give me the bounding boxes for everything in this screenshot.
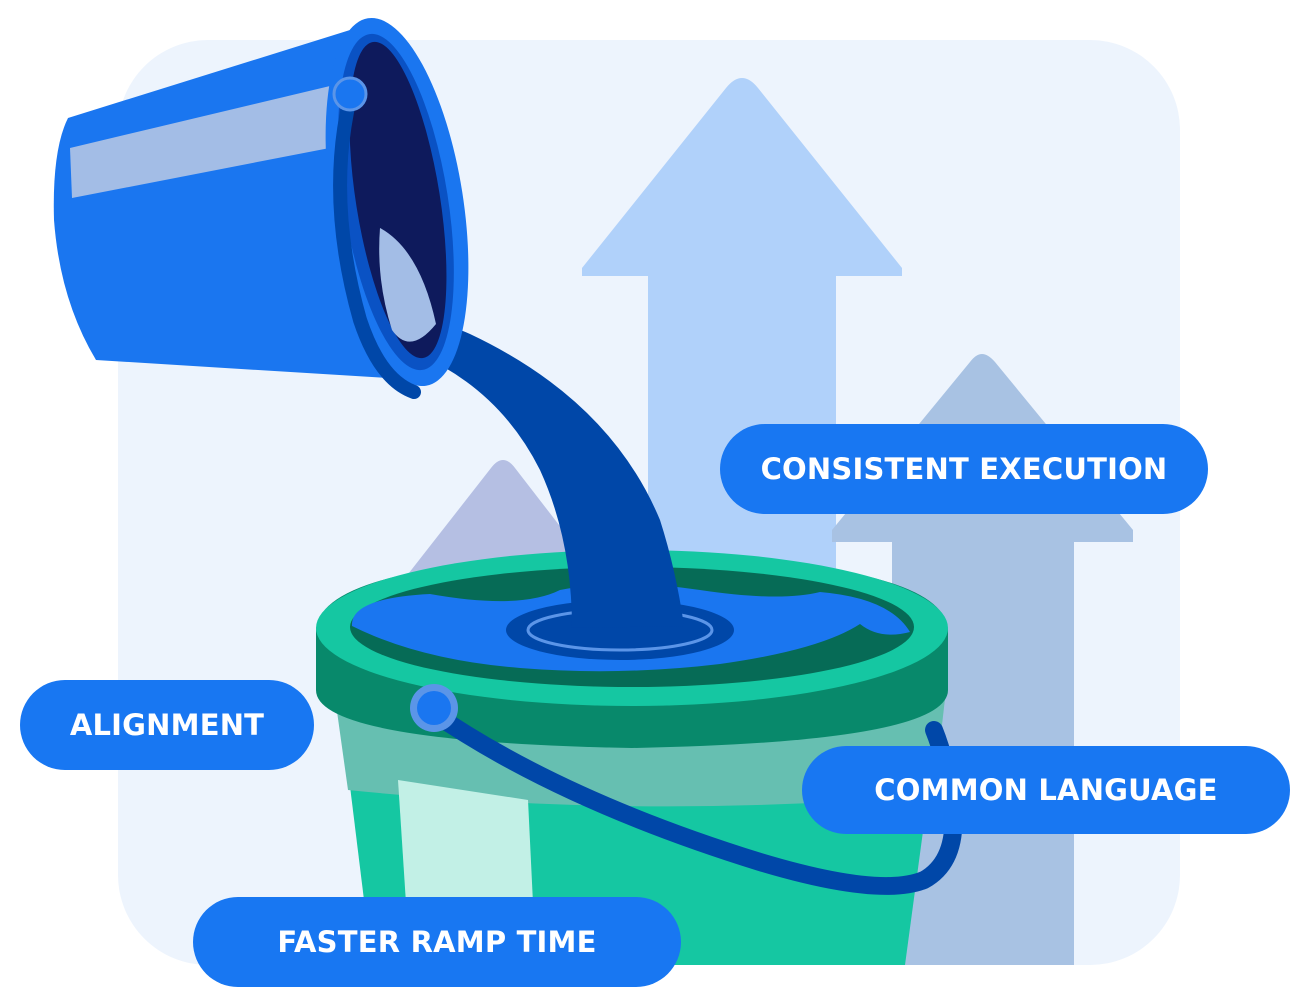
faster-ramp-time-label: FASTER RAMP TIME [193,897,681,987]
left-arrow-icon [405,460,600,578]
consistent-execution-label: CONSISTENT EXECUTION [720,424,1208,514]
green-bucket-icon [316,550,948,965]
alignment-label: ALIGNMENT [20,680,314,770]
water-stream [414,324,684,628]
blue-bucket-icon [53,18,469,399]
common-language-label: COMMON LANGUAGE [802,746,1290,834]
